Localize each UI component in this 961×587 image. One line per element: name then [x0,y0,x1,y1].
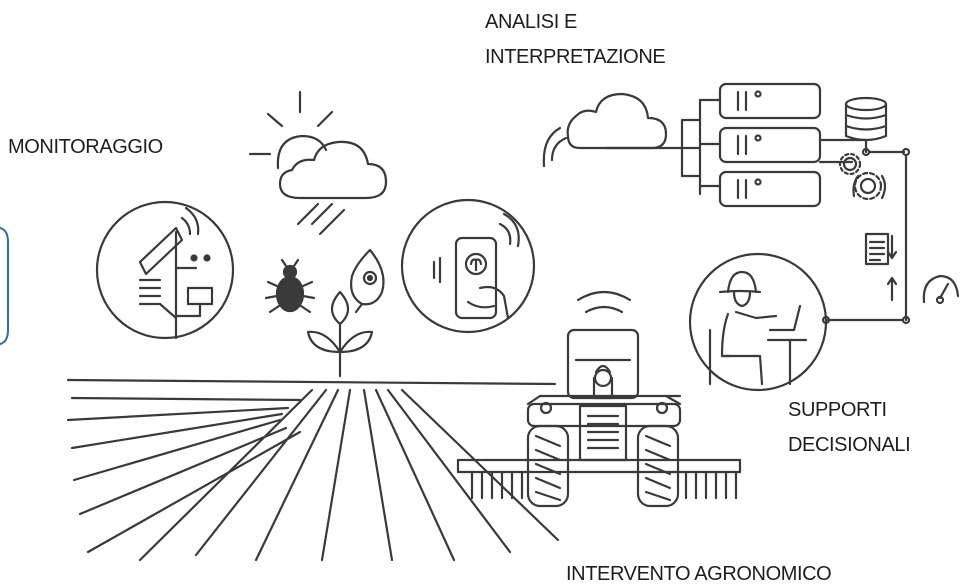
field-rows-icon [66,378,560,562]
label-analisi-interpretazione: ANALISI E INTERPRETAZIONE [485,5,666,75]
weather-cloud-sun-rain-icon [248,90,388,236]
smartphone-app-icon [400,198,536,334]
label-analisi-line1: ANALISI E [485,11,577,33]
cloud-signal-icon [542,92,684,168]
farmer-laptop-icon [688,252,828,392]
gears-icon [838,152,887,201]
label-intervento-agronomico: INTERVENTO AGRONOMICO [566,563,832,585]
leaf-sensor-icon [350,248,385,314]
label-supporti-line1: SUPPORTI [788,399,887,421]
server-rack-icon [680,82,868,208]
tractor-icon [456,290,742,508]
label-supporti-decisionali: SUPPORTI DECISIONALI [788,393,911,463]
gauge-icon [922,274,960,305]
database-icon [844,96,911,157]
label-monitoraggio: MONITORAGGIO [8,136,163,158]
plant-sprout-icon [306,290,374,378]
weather-station-sensor-icon [95,200,235,340]
bug-icon [264,258,316,314]
side-panel-edge [0,227,9,345]
label-supporti-line2: DECISIONALI [788,434,911,456]
label-analisi-line2: INTERPRETAZIONE [485,46,666,68]
